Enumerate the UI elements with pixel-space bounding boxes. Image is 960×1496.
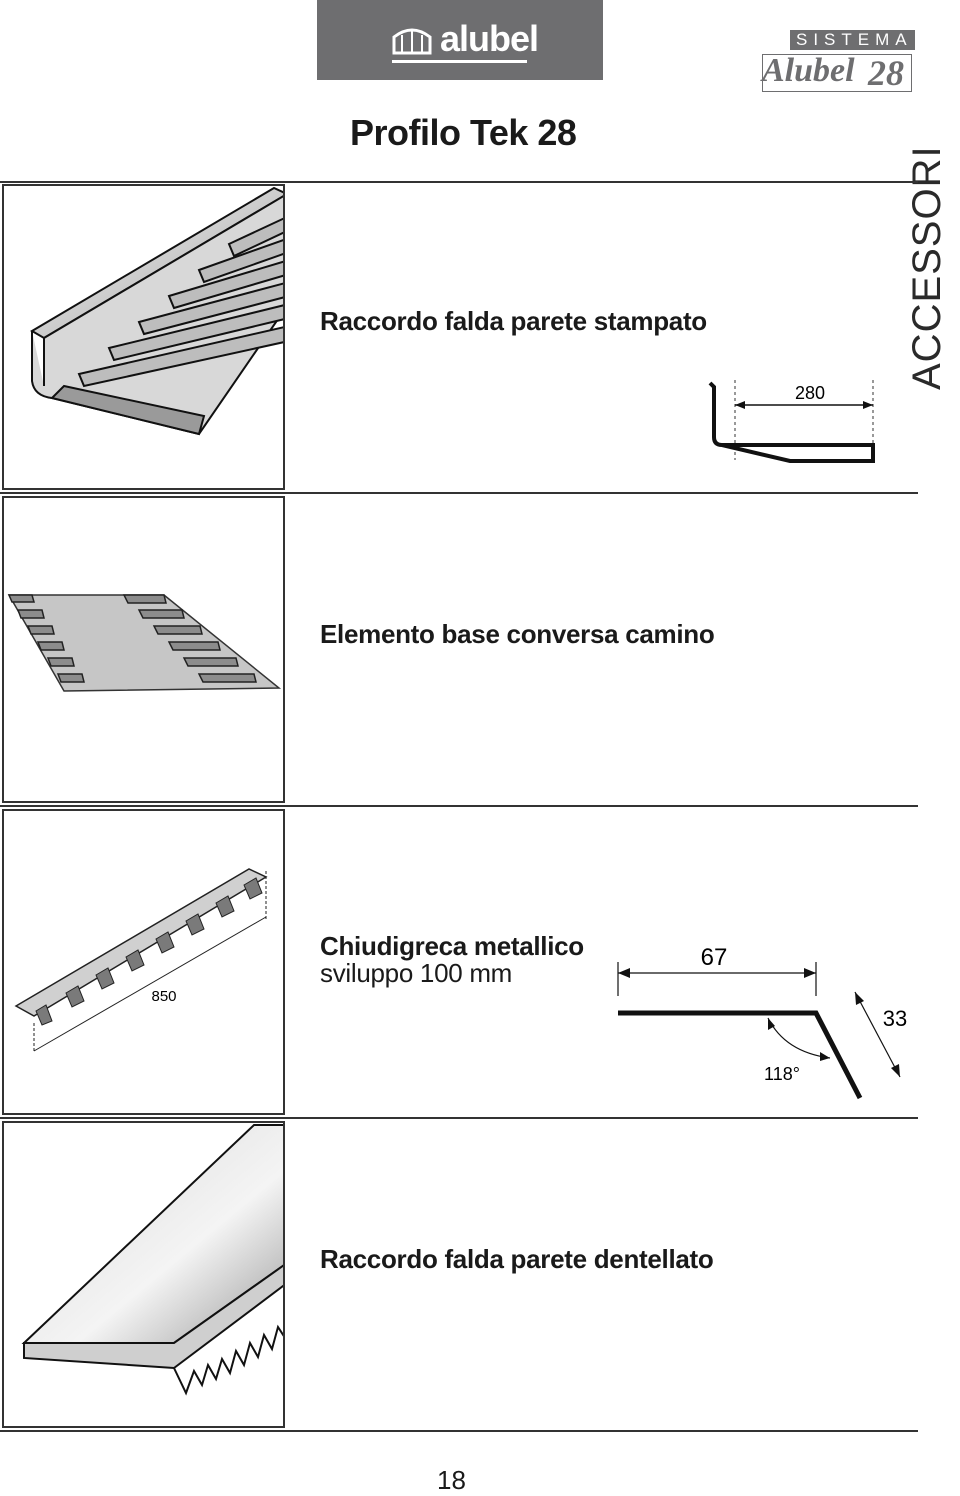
separator [0,1117,918,1119]
dimension-33: 33 [883,1006,907,1031]
separator [0,492,918,494]
caption-chiudigreca-sub: sviluppo 100 mm [320,958,513,988]
separator [0,805,918,807]
profile-drawing-280: 280 [708,380,875,463]
greenhouse-emblem-icon [392,28,432,55]
logo-text: alubel [440,18,539,59]
caption-chiudigreca-title: Chiudigreca metallico [320,931,584,961]
item-image-raccordo-stampato [2,184,285,490]
item-image-conversa-camino [2,496,285,803]
brand-frame [762,54,912,92]
profile-drawing-chiudigreca: 67 33 118° [617,944,907,1100]
logo-underline [392,60,527,63]
sistema-label: SISTEMA [790,30,915,50]
dimension-67: 67 [701,944,728,971]
caption-raccordo-stampato: Raccordo falda parete stampato [320,306,707,336]
brand-name: Alubel [762,52,855,89]
page-title: Profilo Tek 28 [350,112,577,153]
caption-chiudigreca: Chiudigreca metallico sviluppo 100 mm [320,931,584,989]
page-number: 18 [437,1465,466,1495]
caption-conversa-camino: Elemento base conversa camino [320,619,715,649]
logo-bar [317,0,603,80]
brand-number: 28 [868,53,904,93]
separator [0,1430,918,1432]
angle-118: 118° [764,1064,800,1084]
separator [0,181,918,183]
dimension-280: 280 [795,383,825,403]
item-image-chiudigreca: 850 [2,809,285,1115]
dimension-850: 850 [151,988,176,1005]
item-image-raccordo-dentellato [2,1121,285,1428]
caption-raccordo-dentellato: Raccordo falda parete dentellato [320,1244,714,1274]
